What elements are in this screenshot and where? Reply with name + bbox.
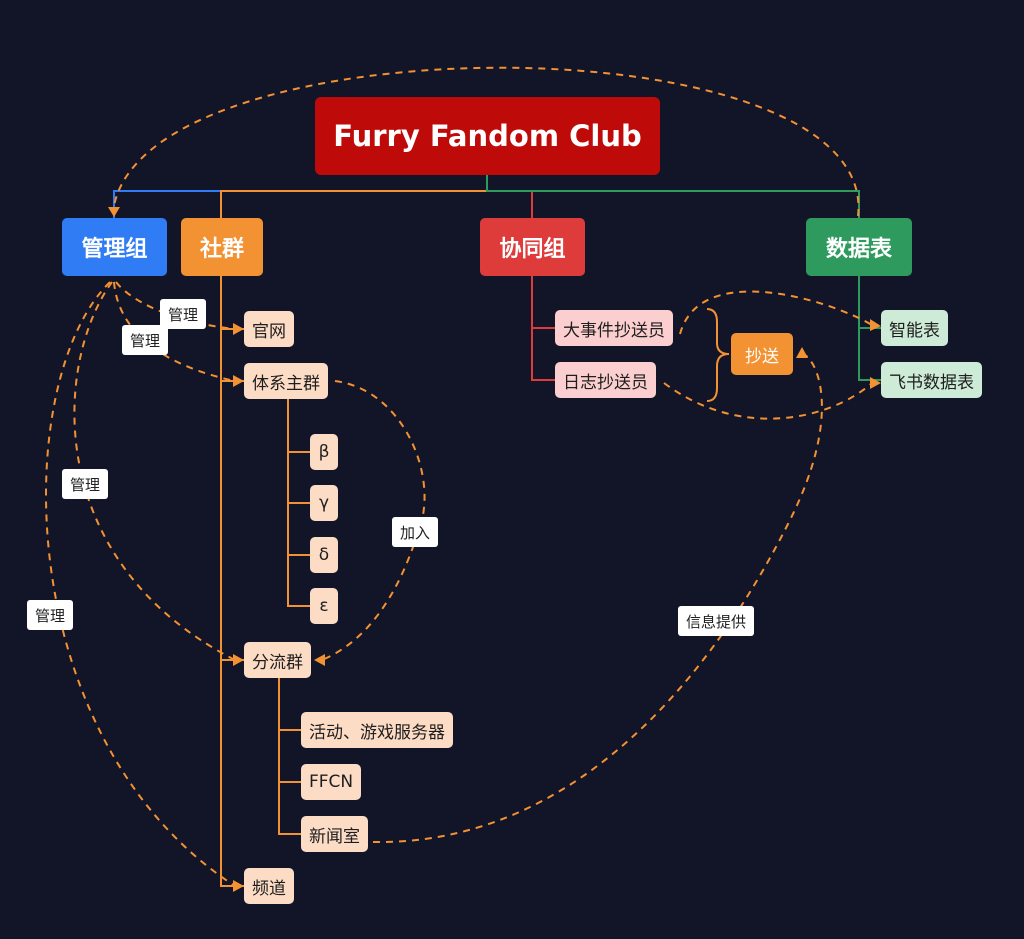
node-smart-table[interactable]: 智能表: [881, 310, 948, 346]
relation-newsroom-info: [372, 354, 823, 844]
relation-cc-feishu: [663, 382, 873, 420]
arrowhead-smart: [870, 319, 881, 331]
connector-branch-trunk: [278, 678, 301, 835]
node-main-group[interactable]: 体系主群: [244, 363, 328, 399]
connector-root-datatable: [486, 175, 860, 218]
node-subgroup-beta[interactable]: β: [310, 434, 338, 470]
connector-subgroup-trunk: [287, 399, 310, 607]
relation-admin-branch-group: [73, 281, 236, 661]
root-node[interactable]: Furry Fandom Club: [315, 97, 660, 175]
relation-label-manage-main-group: 管理: [122, 325, 169, 355]
relation-admin-main-group: [113, 281, 236, 382]
category-collab[interactable]: 协同组: [480, 218, 585, 276]
category-admin[interactable]: 管理组: [62, 218, 167, 276]
node-subgroup-gamma[interactable]: γ: [310, 485, 338, 521]
node-branch-ffcn[interactable]: FFCN: [301, 764, 362, 800]
node-branch-newsroom[interactable]: 新闻室: [301, 816, 368, 852]
cc-brace: [706, 308, 730, 402]
arrowhead-channel: [233, 880, 244, 892]
relation-label-info: 信息提供: [678, 606, 755, 636]
node-channel[interactable]: 频道: [244, 868, 294, 904]
arrowhead-cc: [796, 347, 808, 358]
relation-admin-channel: [45, 281, 236, 887]
connector-root-admin: [113, 175, 488, 218]
category-community[interactable]: 社群: [181, 218, 263, 276]
arrowhead-website: [233, 323, 244, 335]
relation-cc-smart: [679, 290, 873, 335]
node-feishu-table[interactable]: 飞书数据表: [881, 362, 982, 398]
arrowhead-branch-group-right: [314, 654, 325, 666]
connector-root-collab: [487, 190, 533, 218]
node-website[interactable]: 官网: [244, 311, 294, 347]
connector-collab-trunk: [531, 276, 555, 381]
arrowhead-admin: [108, 207, 120, 217]
relation-label-manage-website: 管理: [160, 299, 207, 329]
node-log-cc[interactable]: 日志抄送员: [555, 362, 656, 398]
relation-label-manage-channel: 管理: [27, 600, 74, 630]
node-major-event-cc[interactable]: 大事件抄送员: [555, 310, 673, 346]
relation-admin-website: [115, 281, 236, 330]
category-datatable[interactable]: 数据表: [806, 218, 912, 276]
relation-label-join: 加入: [392, 517, 439, 547]
arrowhead-branch-group-left: [233, 654, 244, 666]
node-subgroup-epsilon[interactable]: ε: [310, 588, 338, 624]
node-branch-group[interactable]: 分流群: [244, 642, 311, 678]
relation-label-manage-branch-group: 管理: [62, 469, 109, 499]
node-cc[interactable]: 抄送: [731, 333, 793, 375]
connector-root-community: [220, 175, 488, 218]
node-subgroup-delta[interactable]: δ: [310, 537, 338, 573]
arrowhead-main-group: [233, 375, 244, 387]
connector-community-trunk: [220, 276, 244, 887]
arrowhead-feishu: [870, 377, 881, 389]
node-branch-events[interactable]: 活动、游戏服务器: [301, 712, 453, 748]
